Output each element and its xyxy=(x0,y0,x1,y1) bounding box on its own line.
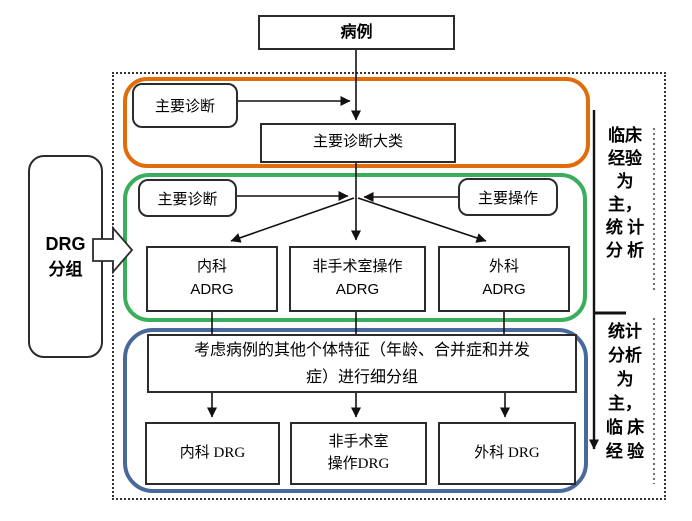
case-box: 病例 xyxy=(258,15,455,50)
adrg-box-internal: 内科 ADRG xyxy=(146,246,278,312)
adrg-box-surgical: 外科 ADRG xyxy=(438,246,570,312)
case-label: 病例 xyxy=(340,23,373,41)
dotted-container xyxy=(112,72,666,500)
drg-internal-line1: 内科 DRG xyxy=(179,444,246,461)
green-main-diagnosis-label: 主要诊断 xyxy=(157,191,218,208)
drg-surgical-line1: 外科 DRG xyxy=(474,444,540,461)
drg-box-internal: 内科 DRG xyxy=(145,422,280,485)
drg-box-surgical: 外科 DRG xyxy=(438,422,576,485)
adrg-surgical-line1: 外科 xyxy=(488,259,519,276)
annotation-statistical-first: 统计 分析 为 主， 临 床 经 验 xyxy=(605,322,645,461)
orange-main-diagnosis-box: 主要诊断 xyxy=(132,83,238,128)
annotation-clinical-first: 临床 经验 为 主， 统 计 分 析 xyxy=(605,126,645,260)
subdivision-line1: 考虑病例的其他个体特征（年龄、合并症和并发 xyxy=(193,341,530,359)
green-main-diagnosis-box: 主要诊断 xyxy=(138,179,237,217)
drg-group-panel: DRG 分组 xyxy=(28,155,103,358)
adrg-nonor-line2: ADRG xyxy=(335,281,380,298)
mdc-label: 主要诊断大类 xyxy=(312,134,403,151)
orange-main-diagnosis-label: 主要诊断 xyxy=(154,99,215,115)
adrg-box-nonor: 非手术室操作 ADRG xyxy=(289,246,426,312)
adrg-internal-line2: ADRG xyxy=(190,281,234,298)
main-operation-label: 主要操作 xyxy=(477,190,538,207)
drg-nonor-line2: 操作DRG xyxy=(327,455,390,472)
drg-group-line2: 分组 xyxy=(48,259,83,279)
subdivision-line2: 症）进行细分组 xyxy=(305,368,418,386)
major-diagnostic-category-box: 主要诊断大类 xyxy=(260,123,456,163)
drg-nonor-line1: 非手术室 xyxy=(328,433,389,450)
drg-box-nonor: 非手术室 操作DRG xyxy=(290,422,427,485)
drg-group-line1: DRG xyxy=(45,233,86,254)
subdivision-box: 考虑病例的其他个体特征（年龄、合并症和并发 症）进行细分组 xyxy=(147,334,577,393)
main-operation-box: 主要操作 xyxy=(458,178,558,216)
adrg-nonor-line1: 非手术室操作 xyxy=(312,259,403,276)
adrg-internal-line1: 内科 xyxy=(196,259,227,276)
adrg-surgical-line2: ADRG xyxy=(482,281,526,298)
